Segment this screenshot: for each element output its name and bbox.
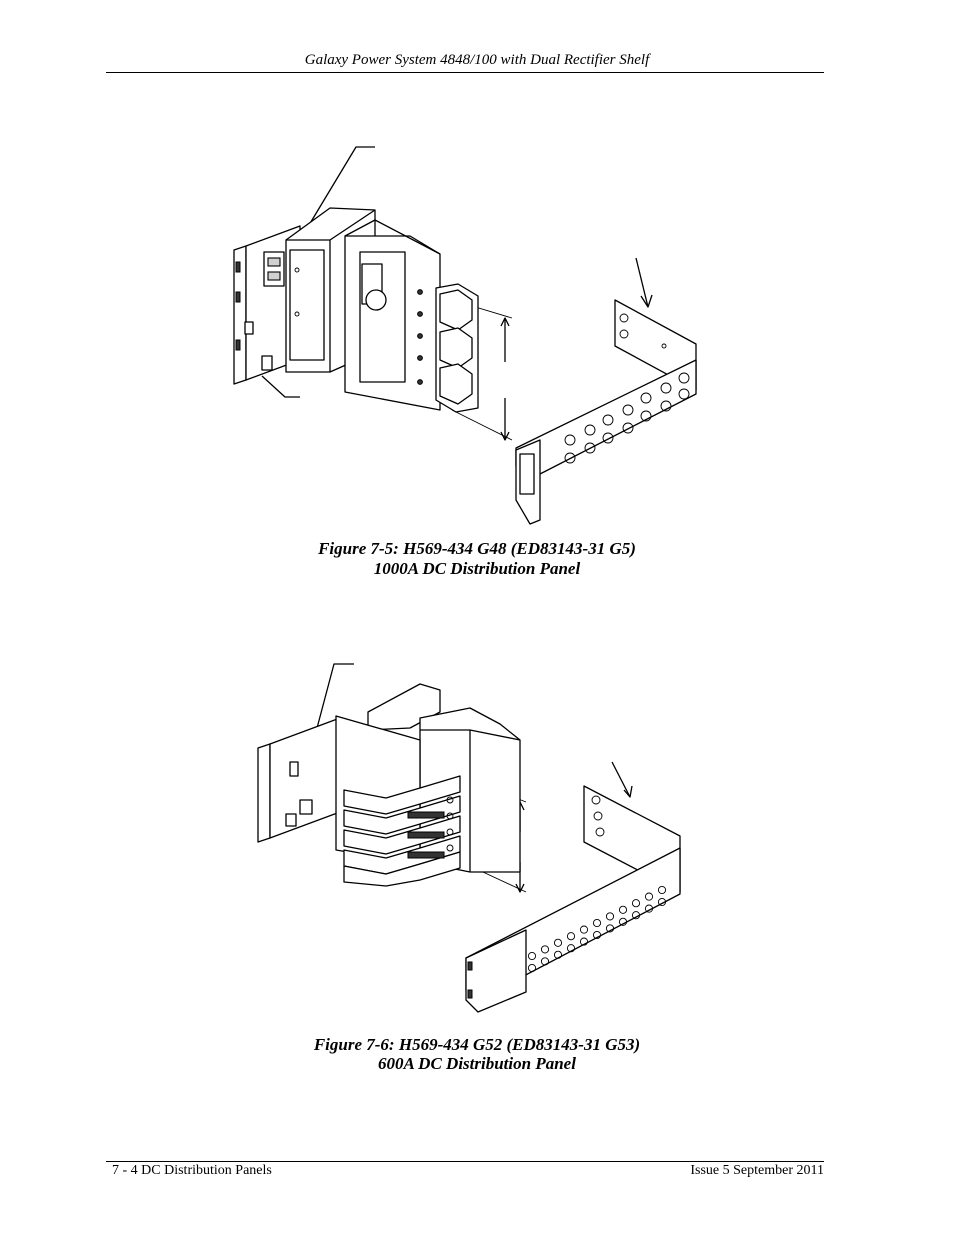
- bracket-hole: [553, 938, 563, 947]
- bracket-hole: [644, 904, 654, 913]
- figure-7-6-drawing: [257, 663, 681, 1013]
- bracket-hole: [605, 912, 615, 921]
- figure-7-5-caption-line1: Figure 7-5: H569-434 G48 (ED83143-31 G5): [318, 539, 636, 558]
- bracket-hole: [566, 944, 576, 953]
- bracket-hole: [657, 897, 667, 907]
- header-rule: [106, 72, 824, 73]
- bracket-hole: [579, 937, 589, 946]
- bracket-hole: [540, 957, 550, 966]
- bracket-hole: [527, 951, 537, 961]
- figure-7-6-caption-line2: 600A DC Distribution Panel: [378, 1054, 576, 1073]
- running-header: Galaxy Power System 4848/100 with Dual R…: [304, 52, 650, 68]
- bracket-hole: [631, 911, 641, 920]
- bracket-hole: [592, 930, 602, 940]
- footer-section: 7 - 4 DC Distribution Panels: [112, 1163, 272, 1178]
- bracket-hole: [592, 918, 602, 928]
- bracket-hole: [631, 899, 641, 908]
- figure-7-6-caption-line1: Figure 7-6: H569-434 G52 (ED83143-31 G53…: [313, 1035, 641, 1054]
- bracket-hole: [605, 924, 615, 933]
- bracket-hole: [540, 945, 550, 954]
- footer-rule: [106, 1161, 824, 1162]
- figure-7-5-drawing: [233, 146, 697, 525]
- bracket-hole: [618, 905, 628, 914]
- bracket-hole: [657, 885, 667, 895]
- figure-7-5-caption-line2: 1000A DC Distribution Panel: [373, 559, 581, 578]
- bracket-hole: [579, 925, 589, 934]
- bracket-hole: [618, 917, 628, 926]
- bracket-hole: [644, 892, 654, 901]
- bracket-hole: [553, 950, 563, 959]
- bracket-hole: [527, 963, 537, 973]
- footer-issue: Issue 5 September 2011: [690, 1163, 824, 1178]
- bracket-hole: [566, 932, 576, 941]
